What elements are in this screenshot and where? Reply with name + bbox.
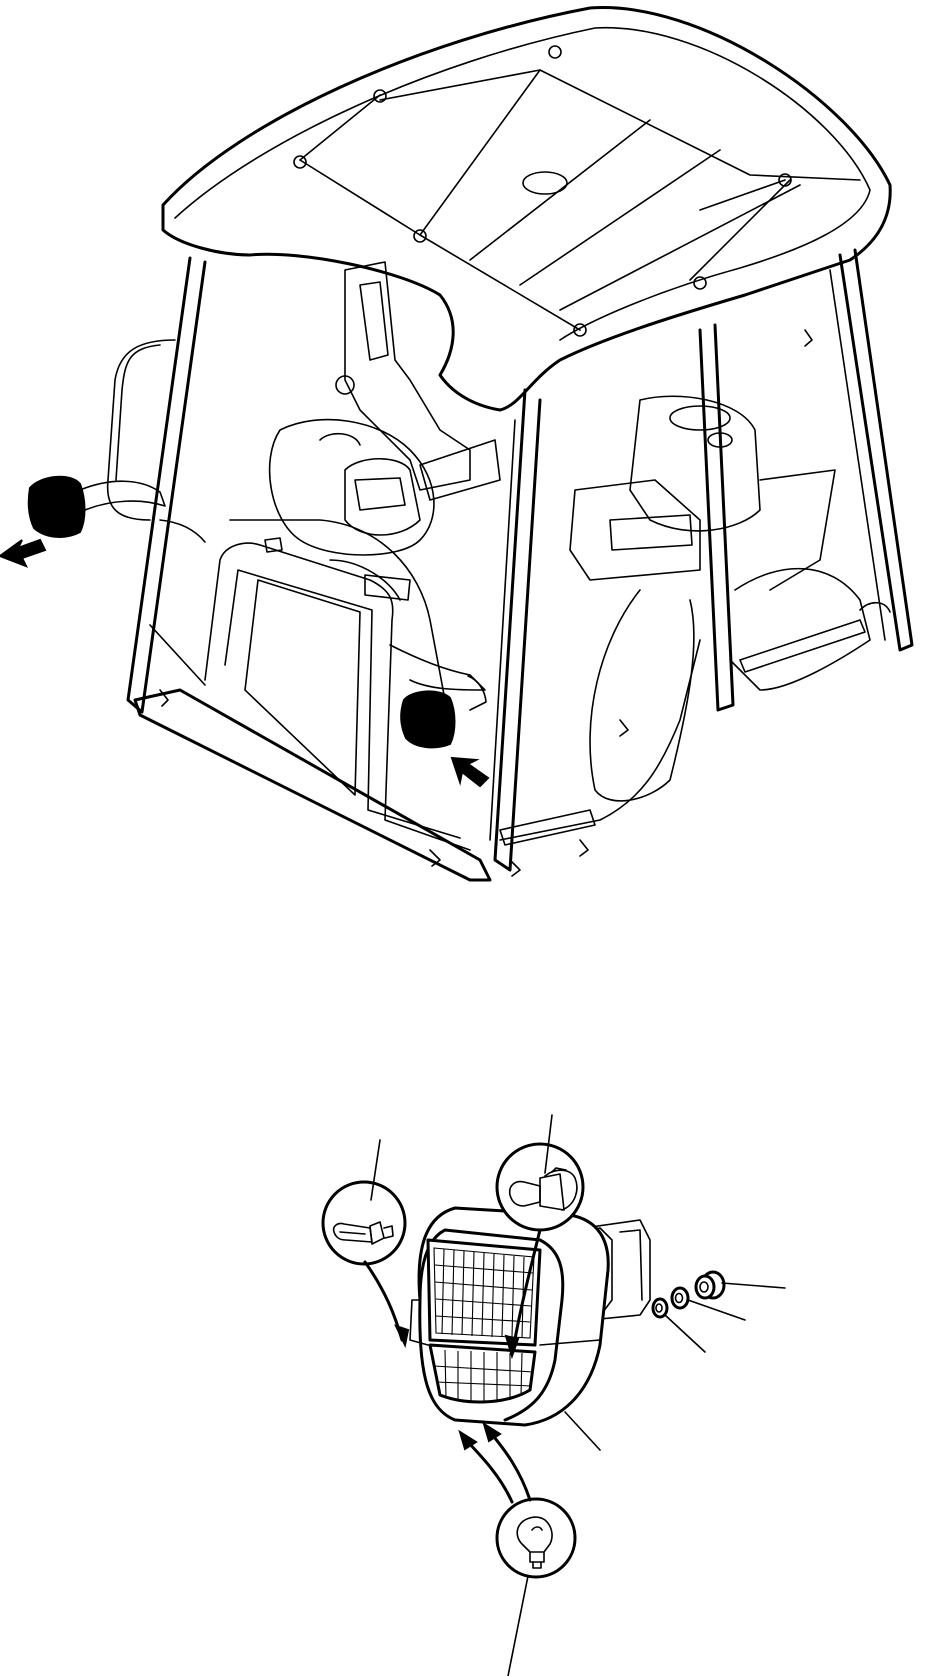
bulb-icon: [321, 1139, 410, 1349]
bulb-icon: [458, 1421, 577, 1676]
bulb-icon: [495, 1114, 585, 1360]
cab-pillars: [106, 248, 914, 872]
arrow-icon: [0, 538, 47, 568]
cab-interior: [133, 261, 891, 882]
rear-view-mirror-right: [389, 644, 487, 749]
arrow-icon: [450, 756, 490, 788]
rear-view-mirror-left: [27, 475, 206, 543]
headlamp-exploded-view: [321, 1114, 786, 1676]
washer-icon: [651, 1286, 690, 1319]
lamp-icon: [409, 1206, 610, 1427]
nut-icon: [694, 1270, 726, 1300]
lens-grid-lower: [433, 1349, 534, 1402]
cab-overhead-guard: [0, 6, 914, 882]
roof-canopy: [161, 6, 892, 412]
leader-lines: [564, 1282, 786, 1451]
